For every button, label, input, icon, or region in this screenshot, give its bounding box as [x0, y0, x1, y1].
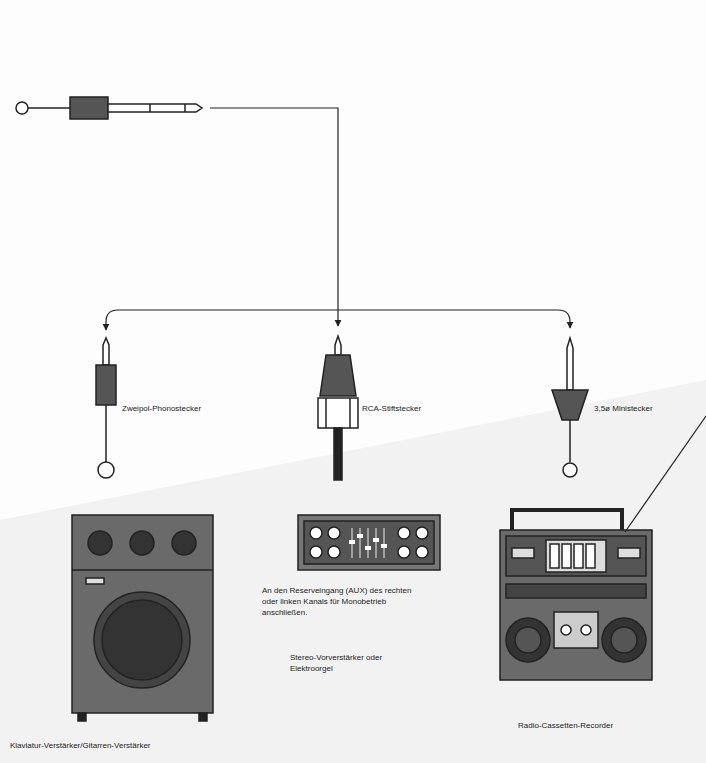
plug-label: RCA-Stiftstecker [362, 403, 421, 414]
connection-note: An den Reserveingang (AUX) des rechten o… [262, 585, 414, 618]
mini-plug [552, 338, 588, 477]
device-label: Klaviatur-Verstärker/Gitarren-Verstärker [10, 740, 151, 751]
signal-wires [106, 108, 570, 330]
plug-label: 3,5ø Ministecker [594, 403, 653, 414]
rca-plug [318, 336, 358, 480]
phone-plug [96, 338, 116, 478]
device-label: Stereo-Vorverstärker oder Elektroorgel [290, 652, 402, 674]
source-phone-plug [16, 97, 202, 119]
preamp-panel [298, 515, 440, 570]
radio-cassette-recorder [500, 416, 706, 680]
plug-label: Zweipol-Phonostecker [122, 403, 201, 414]
amplifier [72, 515, 213, 721]
device-label: Radio-Cassetten-Recorder [518, 720, 613, 731]
paper-shade [0, 380, 706, 763]
